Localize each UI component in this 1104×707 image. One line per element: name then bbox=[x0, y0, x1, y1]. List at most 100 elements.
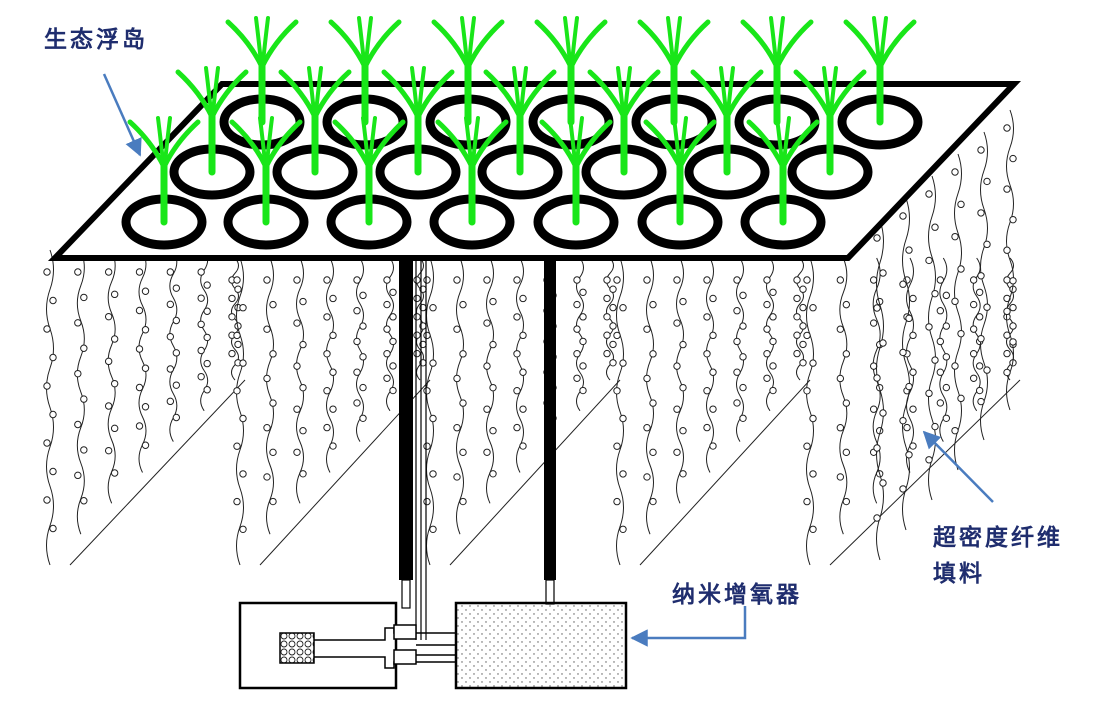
fiber-bead bbox=[679, 470, 687, 478]
fiber-bead bbox=[579, 337, 587, 346]
fiber-bead bbox=[579, 288, 587, 296]
fiber-strand bbox=[46, 249, 54, 566]
fiber-bead bbox=[942, 322, 951, 330]
fiber-bead bbox=[709, 405, 717, 413]
fiber-bead bbox=[603, 313, 611, 321]
fiber-bead bbox=[983, 366, 991, 374]
fiber-filler-strands bbox=[43, 109, 1021, 566]
fiber-bead bbox=[809, 304, 817, 312]
fiber-bead bbox=[679, 427, 687, 435]
fiber-bead bbox=[141, 403, 150, 411]
fiber-bead bbox=[233, 497, 241, 506]
fiber-bead bbox=[483, 319, 491, 327]
fiber-bead bbox=[842, 448, 851, 457]
fiber-bead bbox=[110, 424, 119, 433]
fiber-bead bbox=[899, 348, 907, 357]
fiber-strand bbox=[876, 219, 884, 561]
fiber-bead bbox=[1009, 338, 1017, 346]
fiber-bead bbox=[80, 344, 88, 352]
fiber-bead bbox=[513, 387, 521, 395]
fiber-bead bbox=[389, 337, 397, 346]
fiber-bead bbox=[679, 340, 687, 349]
fiber-bead bbox=[263, 374, 271, 383]
fiber-bead bbox=[709, 368, 717, 376]
fiber-bead bbox=[519, 331, 527, 340]
fiber-strand bbox=[806, 257, 814, 566]
fiber-bead bbox=[733, 399, 741, 407]
fiber-bead bbox=[1003, 185, 1011, 193]
fiber-bead bbox=[842, 350, 851, 358]
fiber-bead bbox=[931, 289, 939, 298]
fiber-bead bbox=[925, 389, 933, 398]
fiber-bead bbox=[74, 268, 82, 276]
fiber-strand bbox=[516, 257, 524, 473]
fiber-bead bbox=[234, 285, 242, 293]
fiber-bead bbox=[104, 402, 113, 410]
fiber-bead bbox=[969, 325, 978, 333]
fiber-bead bbox=[603, 294, 611, 303]
fiber-bead bbox=[459, 300, 467, 309]
fiber-bead bbox=[166, 300, 175, 309]
fiber-bead bbox=[413, 276, 421, 284]
fiber-bead bbox=[141, 441, 150, 449]
fiber-bead bbox=[1003, 349, 1011, 358]
fiber-bead bbox=[234, 340, 242, 349]
fiber-bead bbox=[905, 246, 913, 254]
fiber-bead bbox=[293, 448, 301, 456]
fiber-strand bbox=[906, 257, 914, 473]
plant-seedling-icon bbox=[690, 66, 764, 176]
fiber-bead bbox=[239, 470, 247, 478]
fiber-bead bbox=[423, 387, 431, 395]
fiber-bead bbox=[172, 316, 181, 325]
fiber-bead bbox=[951, 168, 959, 176]
fiber-bead bbox=[769, 337, 777, 346]
plant-seedling-icon bbox=[740, 16, 814, 126]
fiber-bead bbox=[969, 374, 978, 382]
fiber-bead bbox=[643, 276, 651, 284]
plant-seedling-icon bbox=[332, 116, 406, 226]
fiber-bead bbox=[909, 331, 917, 340]
fiber-bead bbox=[673, 405, 681, 413]
fiber-bead bbox=[769, 288, 777, 296]
fiber-bead bbox=[389, 288, 397, 296]
fiber-bead bbox=[909, 442, 917, 450]
plant-seedling-icon bbox=[431, 16, 505, 126]
fiber-bead bbox=[203, 333, 211, 342]
fiber-strand bbox=[296, 257, 304, 504]
fiber-bead bbox=[203, 359, 211, 368]
fiber-bead bbox=[359, 353, 367, 361]
plant-seedling-icon bbox=[534, 16, 608, 126]
plant-seedling-icon bbox=[587, 66, 661, 176]
fiber-filler-label-line2: 填料 bbox=[933, 560, 985, 587]
fiber-bead bbox=[873, 514, 881, 522]
fiber-bead bbox=[1003, 246, 1011, 254]
fiber-bead bbox=[423, 497, 431, 506]
fiber-bead bbox=[329, 442, 337, 450]
fiber-bead bbox=[573, 325, 581, 333]
fiber-bead bbox=[969, 276, 978, 284]
fiber-strand bbox=[1006, 109, 1014, 411]
fiber-bead bbox=[459, 399, 467, 407]
fiber-bead bbox=[135, 345, 144, 353]
fiber-strand bbox=[200, 249, 209, 412]
fiber-bead bbox=[619, 470, 627, 478]
fiber-bead bbox=[799, 285, 807, 293]
plant-seedling-icon bbox=[483, 66, 557, 176]
plant-seedling-icon bbox=[643, 116, 717, 226]
fiber-bead bbox=[842, 300, 851, 309]
fiber-bead bbox=[951, 426, 959, 435]
fiber-bead bbox=[233, 387, 241, 395]
fiber-strand bbox=[839, 257, 848, 535]
fiber-bead bbox=[809, 359, 817, 367]
fiber-bead bbox=[975, 288, 984, 296]
fiber-bead bbox=[429, 525, 437, 533]
fiber-bead bbox=[739, 291, 747, 300]
fiber-bead bbox=[609, 340, 617, 349]
fiber-bead bbox=[763, 374, 771, 382]
fiber-bead bbox=[733, 307, 741, 315]
fiber-bead bbox=[197, 320, 205, 329]
fiber-bead bbox=[603, 331, 611, 339]
fiber-bead bbox=[489, 340, 497, 349]
fiber-strand bbox=[76, 249, 85, 535]
fiber-bead bbox=[49, 353, 57, 362]
